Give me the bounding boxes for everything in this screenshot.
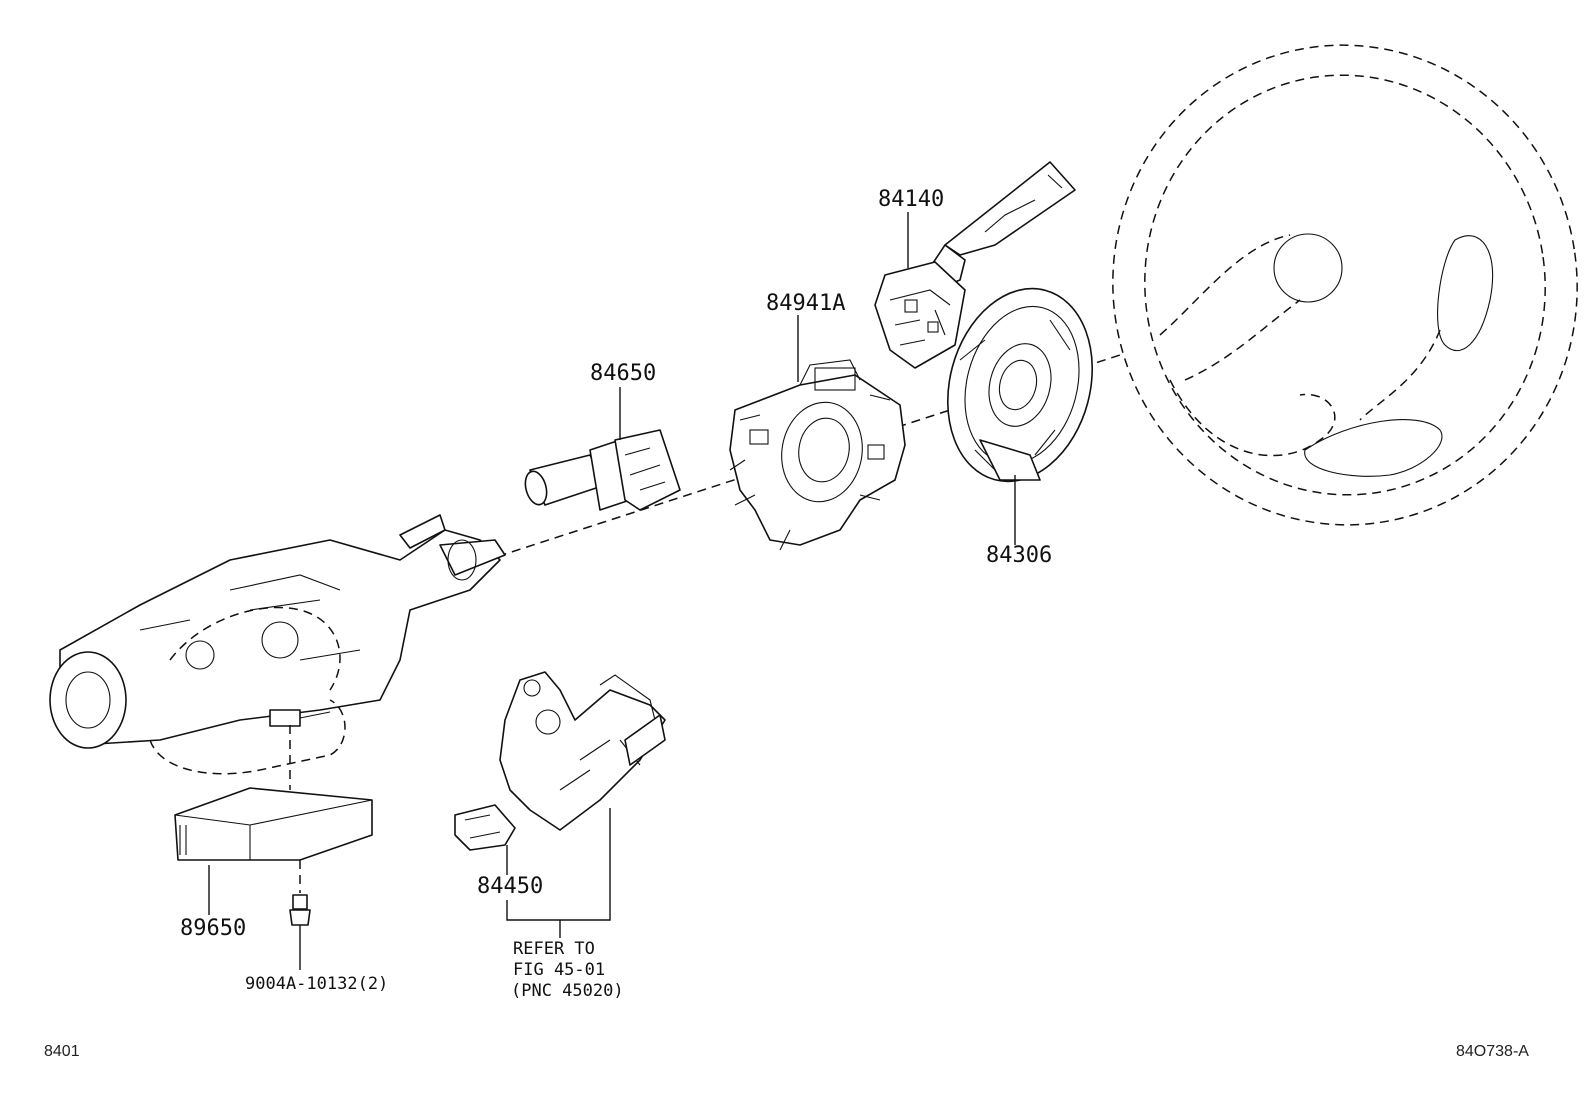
footer-left-code: 8401 [44, 1043, 80, 1060]
wiper-switch-84140 [874, 161, 1076, 369]
power-steering-ecu-89650 [174, 787, 373, 861]
bolt-9004A-10132 [289, 860, 311, 926]
spiral-cable-84306 [946, 287, 1094, 483]
steering-wheel-phantom [1112, 44, 1578, 526]
label-84941A: 84941A [766, 291, 845, 316]
label-84140: 84140 [878, 187, 944, 212]
refer-note-line2: FIG 45-01 [513, 960, 605, 980]
leader-lines [208, 212, 1016, 970]
footer-right-code: 84O738-A [1456, 1043, 1529, 1060]
headlamp-switch-84650 [524, 429, 681, 511]
label-84650: 84650 [590, 361, 656, 386]
refer-note-line3: (PNC 45020) [511, 981, 624, 1001]
turn-signal-switch-84941A [729, 359, 906, 551]
steering-column-assembly [49, 514, 506, 775]
label-84450: 84450 [477, 874, 543, 899]
refer-note-line1: REFER TO [513, 939, 595, 959]
label-89650: 89650 [180, 916, 246, 941]
label-84306: 84306 [986, 543, 1052, 568]
label-9004A-10132: 9004A-10132(2) [245, 974, 388, 994]
ignition-switch-housing [454, 671, 666, 851]
